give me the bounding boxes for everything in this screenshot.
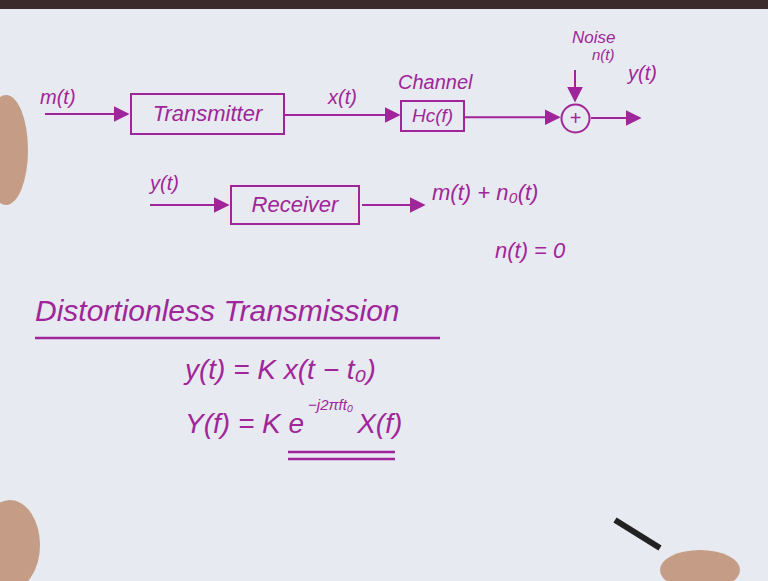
receiver-output-arrow (362, 204, 424, 206)
signal-name: x(t) (328, 86, 357, 109)
input-arrow (45, 113, 128, 115)
equation: y(t) = K x(t − t₀) (185, 354, 376, 386)
signal-name: m(t) (40, 86, 76, 109)
exponent: −j2πft₀ (308, 396, 353, 413)
signal-name: y(t) (150, 172, 179, 195)
signal-name: y(t) (628, 62, 657, 85)
signal-name: n(t) (592, 46, 615, 63)
equation: X(f) (357, 408, 402, 440)
double-underline (288, 458, 395, 461)
block-text: Receiver (252, 192, 339, 217)
signal-arrow (285, 114, 399, 116)
summing-junction: + (560, 103, 591, 134)
output-arrow (591, 117, 640, 119)
block-text: Hc(f) (412, 105, 453, 127)
hand (0, 500, 40, 581)
hand (660, 550, 740, 581)
equation: Y(f) = K e (185, 408, 304, 440)
transmitter-box: Transmitter (130, 93, 285, 135)
channel-box: ChannelHc(f) (400, 100, 465, 132)
signal-name: m(t) + n₀(t) (432, 180, 538, 205)
top-band (0, 0, 768, 9)
block-text: + (570, 107, 582, 130)
hand (0, 95, 28, 205)
receiver-input-arrow (150, 204, 228, 206)
condition-note: n(t) = 0 (495, 238, 565, 263)
pen (615, 520, 660, 548)
block-heading: Channel (398, 71, 473, 94)
section-heading: Distortionless Transmission (35, 294, 400, 329)
signal-arrow (465, 116, 559, 118)
double-underline (288, 451, 395, 454)
noise-arrow (574, 70, 576, 101)
noise-label: Noise (572, 28, 615, 48)
circle-outline (562, 105, 590, 133)
block-text: Transmitter (153, 101, 263, 126)
underline (35, 337, 440, 340)
receiver-box: Receiver (230, 185, 360, 225)
